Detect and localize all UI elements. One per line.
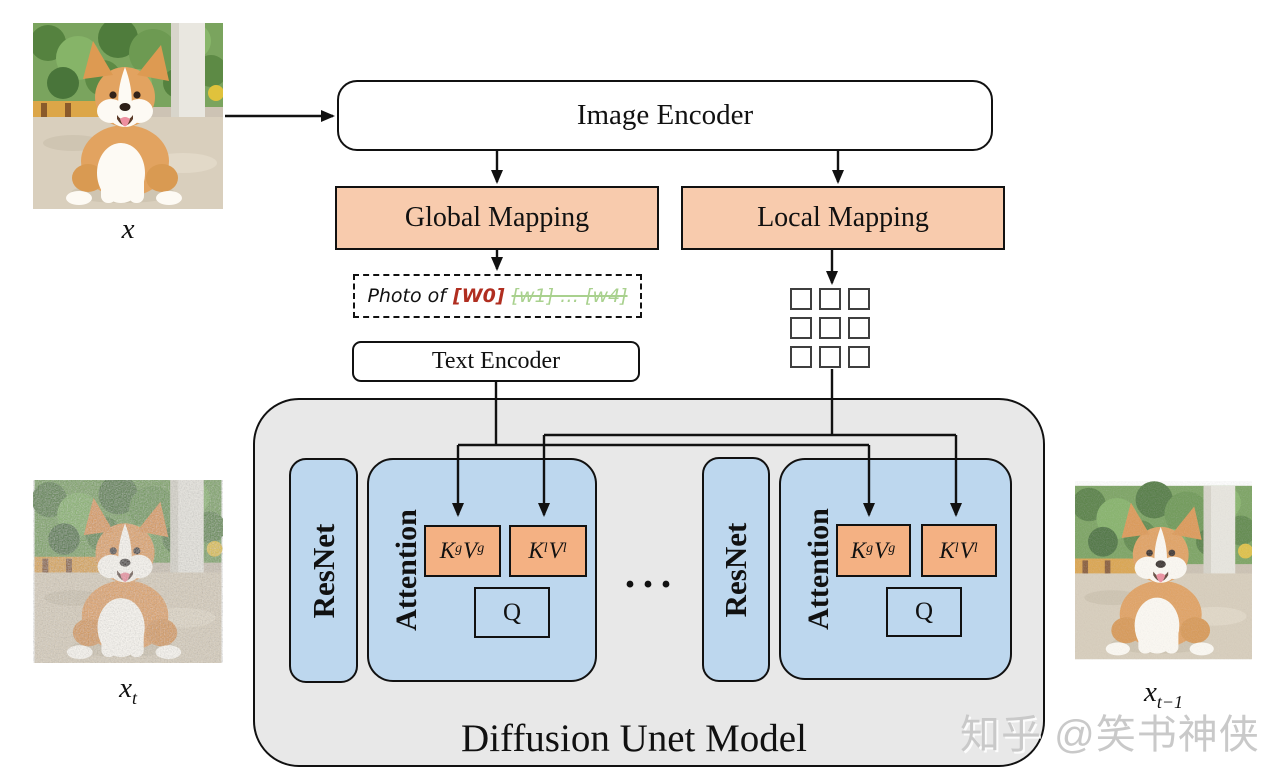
denoised-image-label: xt−1 [1075,676,1252,713]
input-image [33,23,223,209]
v-symbol: V [463,538,478,563]
token-cell [848,317,870,339]
x-symbol: x [121,213,135,245]
v-symbol: V [548,538,563,563]
v-symbol: V [874,537,889,563]
v-superscript: l [973,540,978,556]
token-cell [819,288,841,310]
token-cell [848,288,870,310]
resnet-label: ResNet [718,522,753,617]
local-token-grid [790,288,870,368]
resnet-block-right: ResNet [702,457,770,682]
global-mapping-box: Global Mapping [335,186,659,250]
text-encoder-label: Text Encoder [431,348,561,374]
unet-title: Diffusion Unet Model [461,717,807,760]
k-symbol: K [528,538,544,563]
discarded-tokens: [w1] … [w4] [511,285,628,307]
k-symbol: K [939,537,955,563]
k-symbol: K [439,538,456,563]
x-subscript: t−1 [1156,691,1183,712]
k-superscript: g [866,540,874,556]
zhihu-watermark: 知乎 @笑书神侠 [960,713,1260,757]
k-superscript: l [954,540,959,556]
global-mapping-label: Global Mapping [404,202,590,233]
k-superscript: l [543,541,548,556]
token-cell [848,346,870,368]
attention-label: Attention [390,509,423,631]
q-symbol: Q [502,598,522,626]
v-symbol: V [959,537,974,563]
x-symbol: x [119,672,132,704]
image-encoder-label: Image Encoder [576,99,754,131]
token-cell [790,346,812,368]
learned-token: [W0] [453,285,505,307]
attention-label: Attention [802,508,835,630]
input-image-label: x [33,213,223,250]
token-cell [819,317,841,339]
k-superscript: g [455,541,463,556]
noisy-image [33,480,223,663]
token-cell [819,346,841,368]
q-symbol: Q [914,598,934,625]
prompt-token-box: Photo of [W0] [w1] … [w4] [353,274,642,318]
prompt-prefix: Photo of [367,285,446,307]
v-superscript: g [477,541,485,556]
query-box: Q [474,587,550,638]
token-cell [790,317,812,339]
local-mapping-box: Local Mapping [681,186,1005,250]
text-encoder-box: Text Encoder [352,341,640,382]
k-symbol: K [850,537,867,563]
repeat-blocks-ellipsis: ··· [622,562,678,608]
noisy-image-label: xt [33,672,223,709]
v-superscript: l [562,541,567,556]
local-mapping-label: Local Mapping [757,202,929,233]
x-subscript: t [131,687,137,708]
denoised-image [1075,480,1252,665]
resnet-label: ResNet [305,523,341,618]
query-box: Q [886,587,962,637]
v-superscript: g [888,540,896,556]
token-cell [790,288,812,310]
image-encoder-box: Image Encoder [337,80,993,151]
resnet-block-left: ResNet [289,458,358,683]
x-symbol: x [1144,676,1157,708]
